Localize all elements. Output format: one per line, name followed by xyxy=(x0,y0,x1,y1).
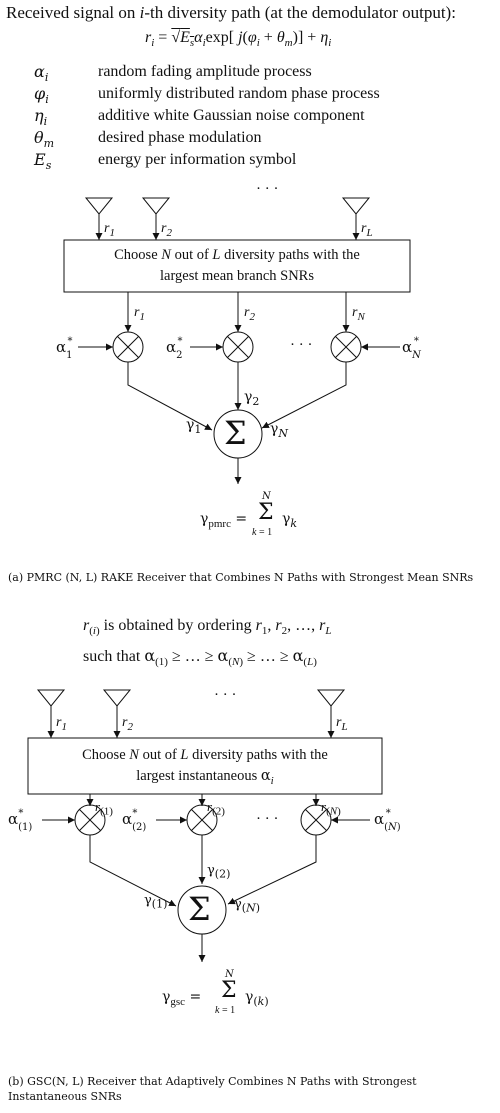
selection-box-b xyxy=(27,737,383,795)
snr-label-b-N: γ(N) xyxy=(234,897,260,915)
branch-label-b-N: r(N) xyxy=(321,799,341,818)
definition-symbol: αi xyxy=(34,62,49,85)
definition-text: desired phase modulation xyxy=(98,129,262,146)
branch-label-b-2: r(2) xyxy=(207,799,225,818)
weight-b-1: α(1)* xyxy=(8,808,33,833)
box-text-a: Choose N out of L diversity paths with t… xyxy=(114,247,360,284)
snr-label-a-N: γN xyxy=(270,421,288,440)
antenna-label-b-L: rL xyxy=(336,715,348,733)
multiplier-icon xyxy=(112,331,144,363)
snr-label-b-2: γ(2) xyxy=(207,863,231,881)
antenna-icon xyxy=(141,197,171,240)
selection-box-a xyxy=(63,239,411,293)
snr-label-a-2: γ2 xyxy=(244,389,260,408)
signal-equation: ri = √Esαiexp[ j(φi + θm)] + ηi xyxy=(145,29,332,50)
weight-b-N: α(N)* xyxy=(374,808,401,833)
ellipsis: · · · xyxy=(290,337,313,353)
definition-symbol: φi xyxy=(34,84,49,107)
box-text-b: Choose N out of L diversity paths with t… xyxy=(82,747,328,787)
antenna-label-b-2: r2 xyxy=(122,715,133,733)
sum-term-a: γk xyxy=(282,511,298,530)
branch-label-a-2: r2 xyxy=(244,305,255,323)
sum-sign-b: Σ xyxy=(221,978,237,1003)
caption-b: (b) GSC(N, L) Receiver that Adaptively C… xyxy=(8,1075,417,1103)
definition-symbol: Es xyxy=(34,150,52,173)
sum-sign-a: Σ xyxy=(258,500,274,525)
ordering-line-2: such that α(1) ≥ … ≥ α(N) ≥ … ≥ α(L) xyxy=(83,646,317,669)
antenna-icon xyxy=(102,689,132,738)
intro-text: Received signal on i-th diversity path (… xyxy=(6,3,456,22)
ellipsis: · · · xyxy=(214,687,237,703)
branch-label-a-N: rN xyxy=(352,305,365,323)
antenna-label-a-1: r1 xyxy=(104,221,115,239)
sum-upper-b: N xyxy=(225,969,234,980)
output-formula-b: γgsc = xyxy=(162,989,202,1008)
antenna-icon xyxy=(341,197,371,240)
multiplier-icon xyxy=(222,331,254,363)
snr-label-a-1: γ1 xyxy=(186,417,202,436)
weight-a-1: α1* xyxy=(56,336,73,361)
definition-text: additive white Gaussian noise component xyxy=(98,107,365,124)
antenna-icon xyxy=(316,689,346,738)
output-formula-a: γpmrc = xyxy=(200,511,248,530)
ellipsis: · · · xyxy=(256,811,279,827)
antenna-label-b-1: r1 xyxy=(56,715,67,733)
sum-lower-a: k = 1 xyxy=(252,527,273,538)
ellipsis: · · · xyxy=(256,181,279,197)
weight-a-2: α2* xyxy=(166,336,183,361)
antenna-icon xyxy=(84,197,114,240)
antenna-label-a-L: rL xyxy=(361,221,373,239)
definition-text: uniformly distributed random phase proce… xyxy=(98,85,380,102)
weight-b-2: α(2)* xyxy=(122,808,147,833)
branch-label-b-1: r(1) xyxy=(95,799,113,818)
snr-label-b-1: γ(1) xyxy=(144,893,168,911)
antenna-icon xyxy=(36,689,66,738)
definition-symbol: ηi xyxy=(34,106,48,129)
definition-text: random fading amplitude process xyxy=(98,63,312,80)
sum-lower-b: k = 1 xyxy=(215,1005,236,1016)
sigma-symbol: Σ xyxy=(188,890,211,928)
sigma-symbol: Σ xyxy=(224,414,247,452)
definition-text: energy per information symbol xyxy=(98,151,297,168)
multiplier-icon xyxy=(330,331,362,363)
sum-term-b: γ(k) xyxy=(245,989,269,1008)
weight-a-N: αN* xyxy=(402,336,421,361)
caption-a: (a) PMRC (N, L) RAKE Receiver that Combi… xyxy=(8,571,474,584)
antenna-label-a-2: r2 xyxy=(161,221,172,239)
ordering-line-1: r(i) is obtained by ordering r1, r2, …, … xyxy=(83,617,332,638)
sum-upper-a: N xyxy=(262,491,271,502)
definition-symbol: θm xyxy=(34,128,55,151)
branch-label-a-1: r1 xyxy=(134,305,145,323)
